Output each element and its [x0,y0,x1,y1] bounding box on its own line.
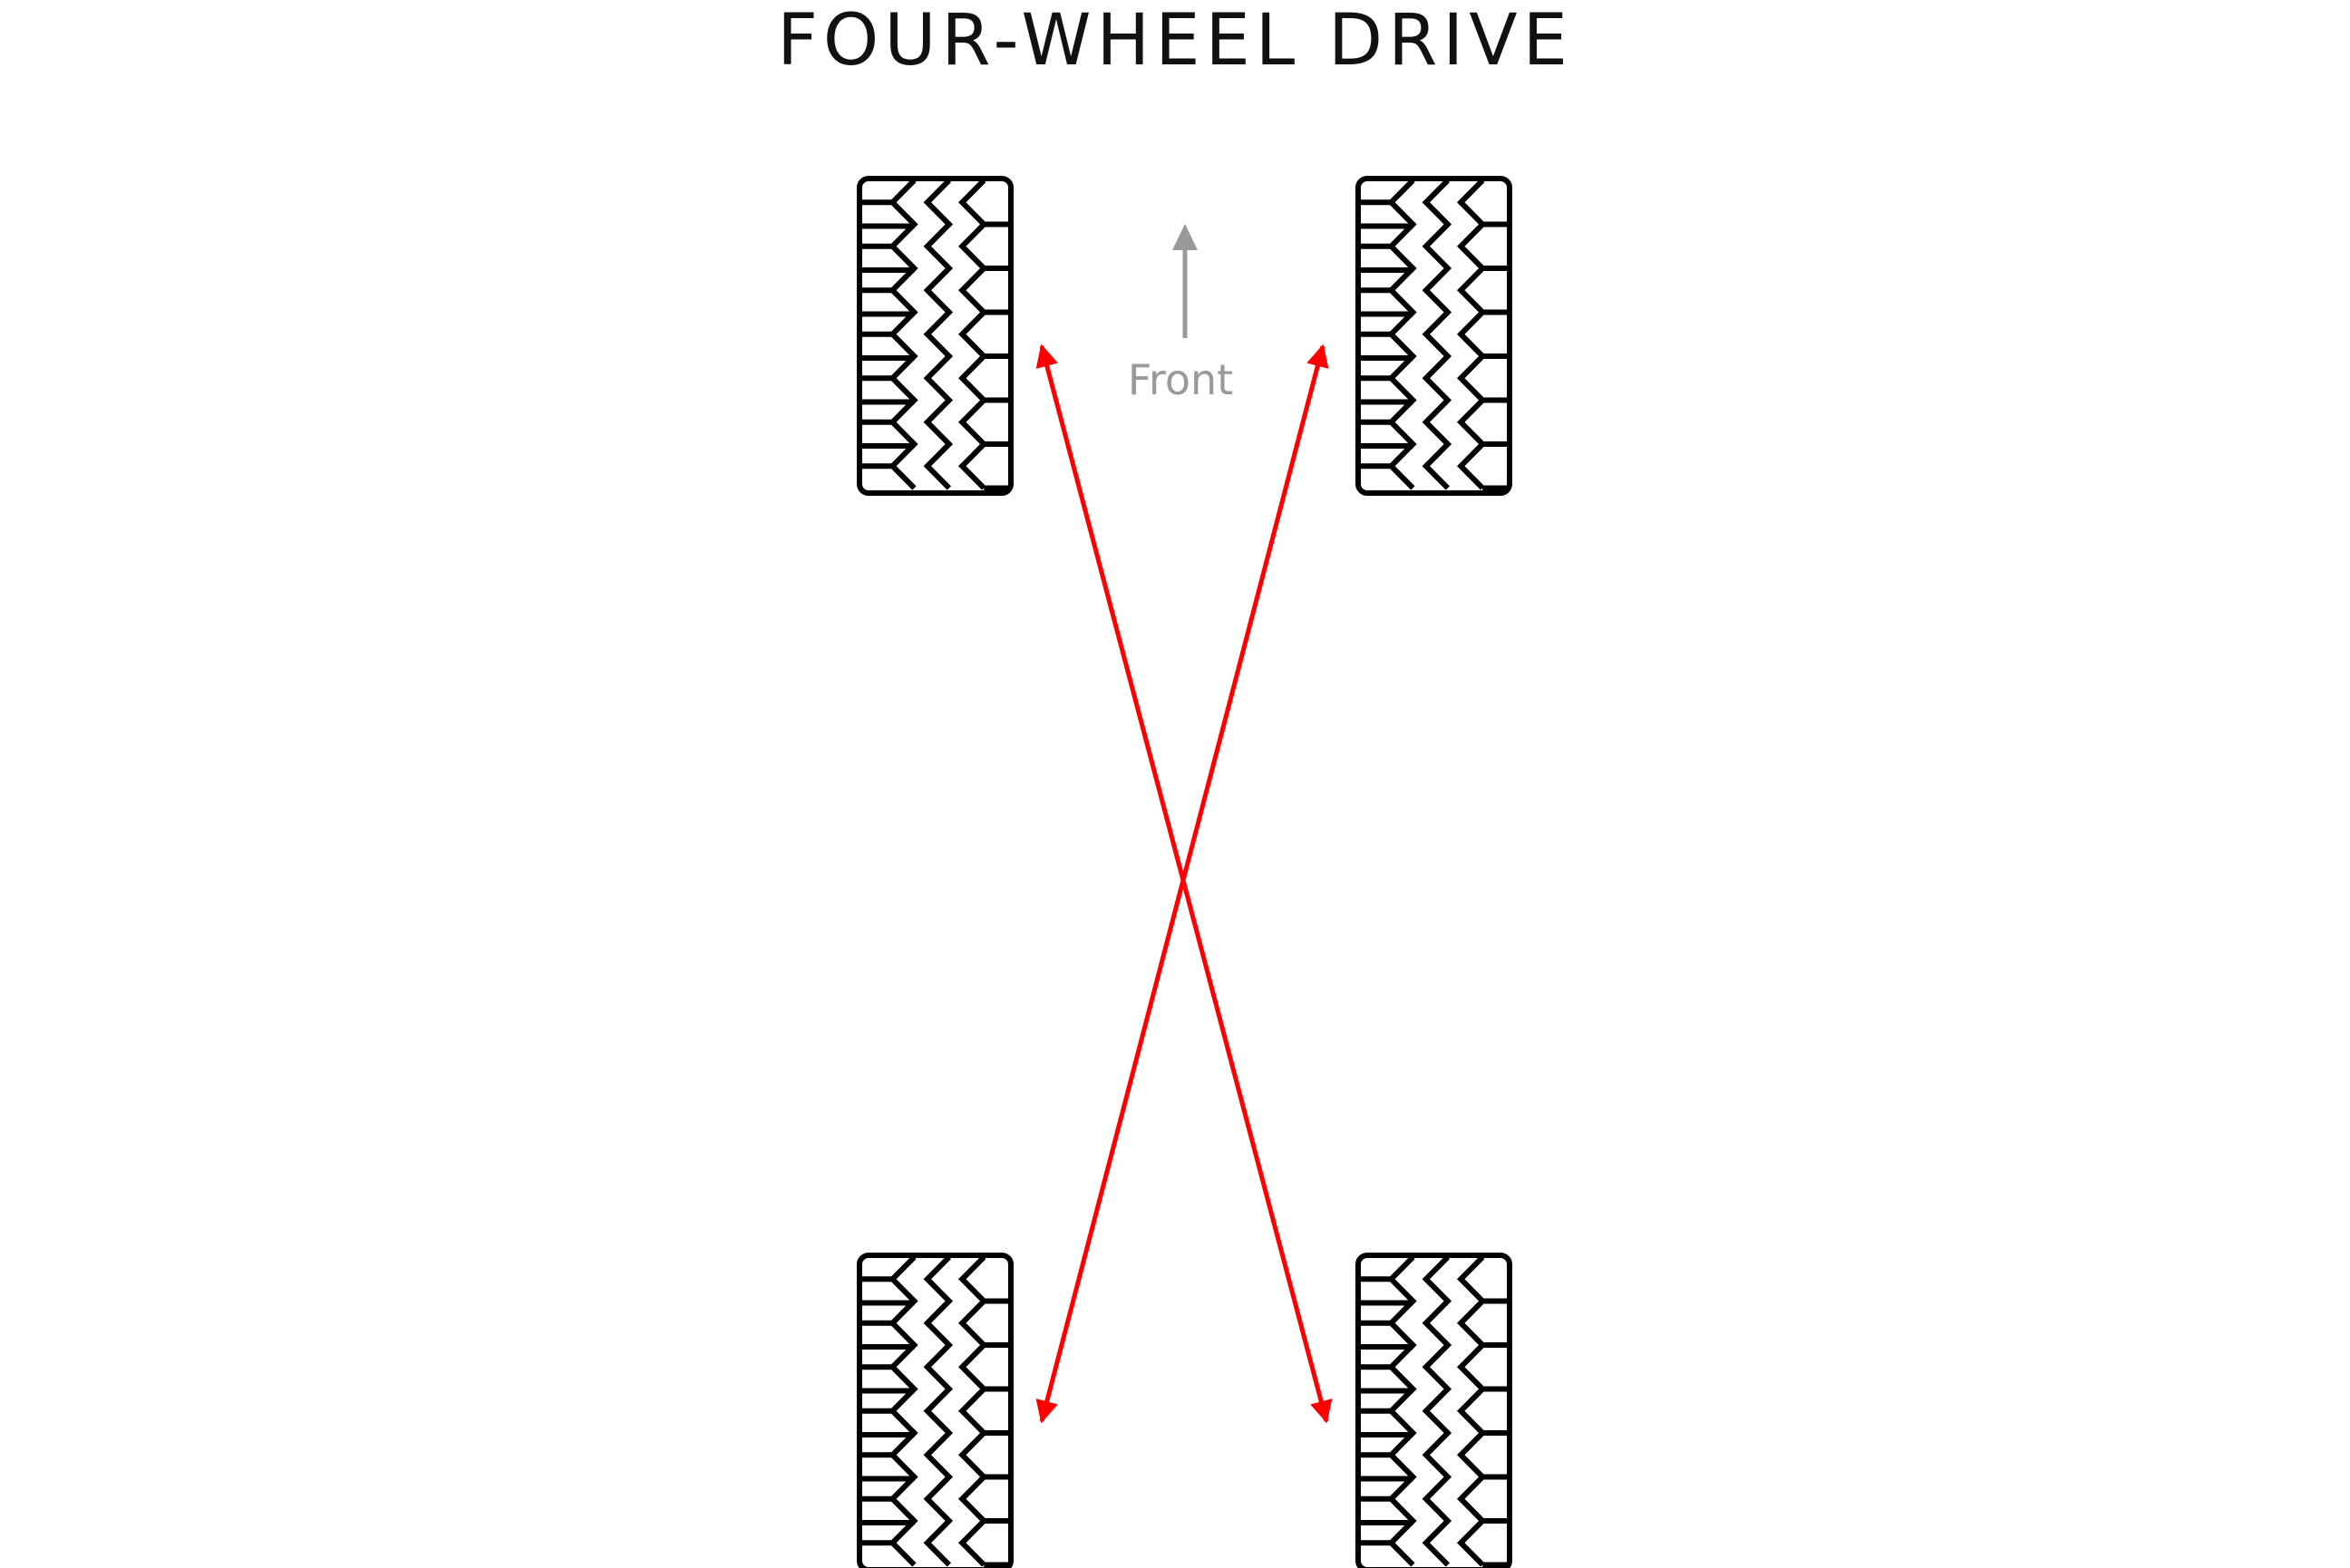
tire-front-left [857,176,1014,496]
tread-groove-2 [923,178,954,490]
front-indicator: Front [1128,224,1233,404]
tread-groove-3 [1457,178,1487,490]
tire-rear-right [1355,1253,1512,1568]
tire-rear-left [857,1253,1014,1568]
tread-groove-2 [1422,1254,1452,1567]
rotation-arrow-front-right-to-rear-left [1035,344,1329,1424]
front-arrow-head [1172,224,1198,250]
front-label: Front [1128,355,1233,404]
tire-front-right [1355,176,1512,496]
tread-groove-2 [1422,178,1452,490]
tread-groove-3 [958,178,988,490]
diagram-title: FOUR-WHEEL DRIVE [777,0,1573,82]
tread-groove-2 [923,1254,954,1567]
rotation-arrows [1035,344,1333,1424]
tread-groove-3 [958,1254,988,1567]
tread-groove-3 [1457,1254,1487,1567]
